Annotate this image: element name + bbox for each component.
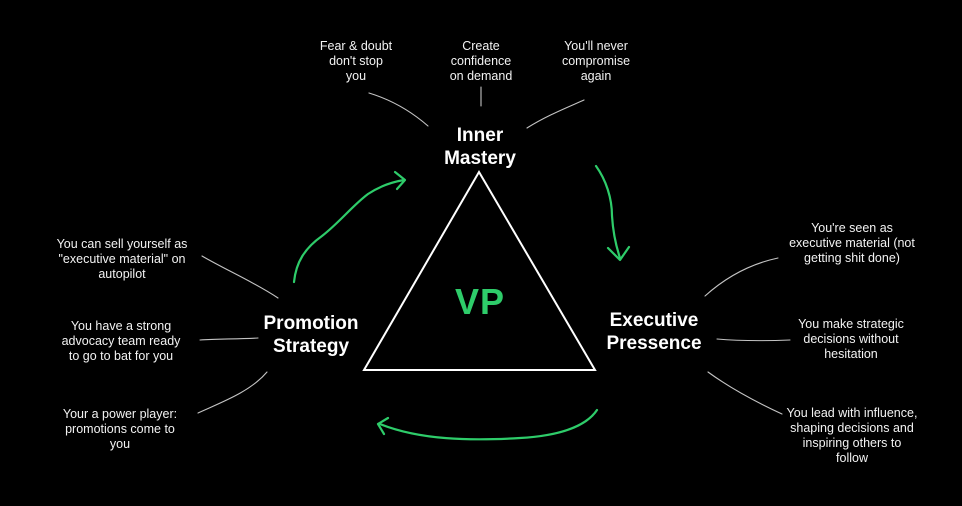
connector-strategic-decisions (716, 338, 791, 342)
connector-sell-yourself (201, 255, 279, 299)
connector-seen-executive (704, 257, 779, 297)
arrowhead-promotion-to-inner (393, 170, 407, 191)
point-seen-executive: You're seen as executive material (not g… (789, 221, 915, 265)
arrow-promotion-to-inner (292, 178, 406, 284)
point-sell-yourself: You can sell yourself as "executive mate… (56, 237, 188, 281)
point-never-compromise: You'll never compromise again (561, 39, 631, 83)
connector-advocacy-team (199, 337, 259, 341)
arrow-inner-to-executive (594, 164, 622, 260)
central-triangle (362, 170, 597, 371)
connector-lead-influence (707, 371, 783, 415)
center-label-vp: VP (455, 281, 506, 322)
point-create-confidence: Create confidence on demand (449, 39, 513, 83)
pillar-inner-mastery: Inner Mastery (444, 125, 516, 169)
arrow-executive-to-promotion (378, 408, 599, 441)
point-power-player: Your a power player: promotions come to … (62, 407, 178, 451)
arrowhead-executive-to-promotion (376, 416, 390, 436)
pillar-executive-presence: Executive Pressence (606, 310, 702, 354)
point-lead-influence: You lead with influence, shaping decisio… (786, 406, 918, 465)
connector-fear-doubt (368, 92, 429, 127)
point-strategic-decisions: You make strategic decisions without hes… (798, 317, 904, 361)
arrowhead-inner-to-executive (606, 245, 631, 262)
pillar-promotion-strategy: Promotion Strategy (263, 313, 359, 357)
connector-power-player (197, 371, 268, 414)
point-fear-doubt: Fear & doubt don't stop you (319, 39, 393, 83)
connector-never-compromise (526, 99, 585, 129)
point-advocacy-team: You have a strong advocacy team ready to… (61, 319, 181, 363)
